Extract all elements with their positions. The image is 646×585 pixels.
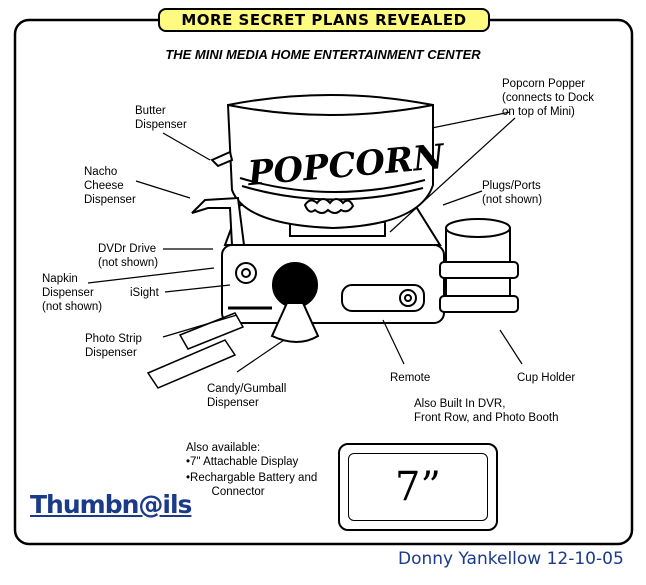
- label-remote: Remote: [390, 372, 431, 384]
- label-nacho: Nacho Cheese Dispenser: [84, 166, 136, 206]
- display-7in: 7”: [338, 443, 498, 531]
- label-napkin: Napkin Dispenser (not shown): [42, 273, 103, 313]
- label-popper: Popcorn Popper (connects to Dock on top …: [502, 78, 595, 118]
- cup-holder: [439, 218, 519, 313]
- banner-title: MORE SECRET PLANS REVEALED: [158, 8, 490, 32]
- label-built-in: Also Built In DVR, Front Row, and Photo …: [414, 398, 559, 424]
- thumbnails-logo: Thumbn@ils: [30, 490, 192, 519]
- label-plugs: Plugs/Ports (not shown): [482, 180, 543, 206]
- also-available-item: •7" Attachable Display: [186, 456, 299, 468]
- label-photo-strip: Photo Strip Dispenser: [85, 333, 142, 359]
- photo-strips: [146, 312, 245, 389]
- label-butter: Butter Dispenser: [135, 105, 187, 131]
- also-available-heading: Also available:: [186, 442, 261, 454]
- subtitle: THE MINI MEDIA HOME ENTERTAINMENT CENTER: [165, 47, 481, 62]
- label-cup-holder: Cup Holder: [517, 372, 576, 384]
- label-candy: Candy/Gumball Dispenser: [207, 383, 287, 409]
- leader-lines: [87, 111, 523, 373]
- label-dvdr: DVDr Drive (not shown): [98, 243, 159, 269]
- gumball-dispenser: [270, 262, 320, 343]
- also-available-item: •Rechargable Battery and Connector: [186, 472, 318, 498]
- signature: Donny Yankellow 12-10-05: [398, 549, 624, 569]
- popcorn-popper: POPCORN: [191, 94, 448, 246]
- display-size: 7”: [348, 453, 488, 521]
- label-isight: iSight: [130, 287, 159, 299]
